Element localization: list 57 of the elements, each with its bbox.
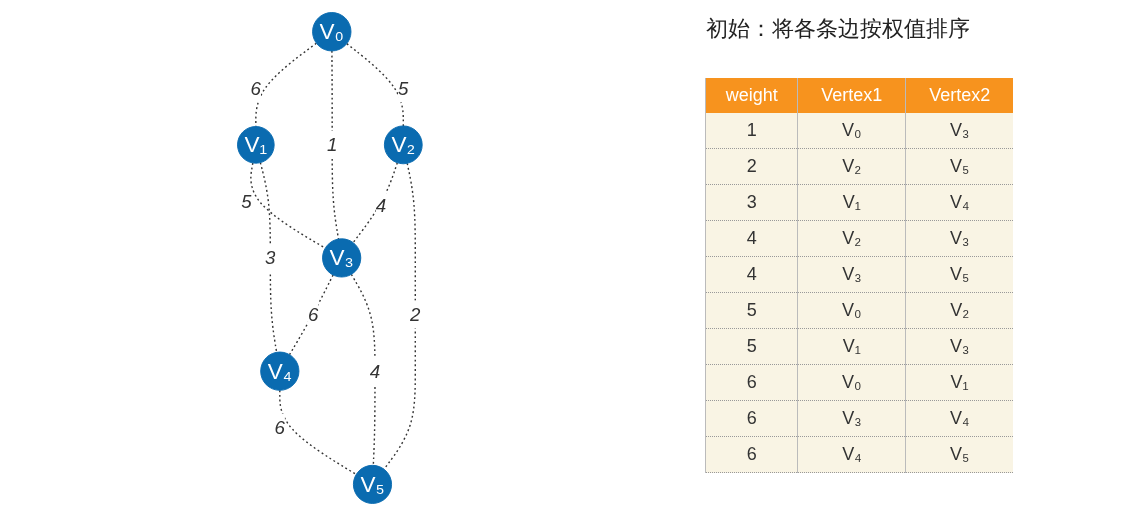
edge-label: 5 — [241, 190, 252, 212]
table-cell: V₃ — [905, 113, 1013, 149]
connector — [346, 42, 405, 127]
table-cell: V₃ — [905, 328, 1013, 365]
table-cell: V₂ — [797, 148, 906, 185]
edge-label: 2 — [410, 304, 421, 325]
table-cell: V₃ — [797, 256, 906, 293]
table-cell: 5 — [705, 328, 798, 365]
node-circle: V₄ — [260, 351, 300, 391]
node-circle: V₃ — [322, 238, 362, 278]
edge-label: 3 — [265, 247, 276, 269]
edge-label: 4 — [375, 195, 387, 217]
connector — [352, 162, 399, 244]
node-circle: V₅ — [353, 464, 393, 504]
node-circle: V₀ — [312, 12, 352, 52]
edge-label: 4 — [369, 360, 381, 382]
table-cell: 6 — [705, 400, 798, 437]
edge-label: 6 — [308, 304, 319, 325]
node-circle: V₂ — [384, 125, 423, 165]
table-cell: 5 — [705, 292, 798, 329]
table-cell: V₄ — [905, 400, 1013, 437]
table-cell: 1 — [705, 113, 798, 149]
table-cell: V₀ — [797, 113, 906, 149]
table-cell: 4 — [705, 220, 798, 257]
table-cell: V₁ — [797, 328, 906, 365]
table-cell: 6 — [705, 436, 798, 473]
edge-label: 6 — [274, 417, 286, 439]
connector — [279, 389, 358, 476]
column-header: Vertex2 — [905, 78, 1013, 113]
table-cell: 3 — [705, 184, 798, 221]
table-cell: V₄ — [797, 436, 906, 473]
table-cell: V₀ — [797, 292, 906, 329]
table-cell: V₁ — [905, 364, 1013, 401]
table-cell: 2 — [705, 148, 798, 185]
table-cell: V₃ — [797, 400, 906, 437]
connector — [350, 273, 376, 467]
table-title: 初始：将各条边按权值排序 — [706, 15, 970, 43]
table-cell: 4 — [705, 256, 798, 293]
edge-label: 6 — [250, 78, 262, 99]
table-cell: V₁ — [797, 184, 906, 221]
table-cell: V₀ — [797, 364, 906, 401]
table-cell: V₂ — [905, 292, 1013, 329]
table-cell: V₅ — [905, 436, 1013, 473]
edge-label: 1 — [327, 134, 338, 156]
table-cell: V₂ — [797, 220, 906, 257]
connector — [288, 274, 334, 356]
table-cell: V₄ — [905, 184, 1013, 221]
node-circle: V₁ — [237, 126, 275, 164]
edge-label: 5 — [398, 78, 409, 99]
table-cell: V₅ — [905, 256, 1013, 293]
column-header: Vertex1 — [797, 78, 906, 113]
connector — [259, 161, 278, 353]
connector — [383, 162, 417, 470]
column-header: weight — [705, 78, 798, 113]
table-cell: 6 — [705, 364, 798, 401]
table-cell: V₃ — [905, 220, 1013, 257]
table-cell: V₅ — [905, 148, 1013, 185]
